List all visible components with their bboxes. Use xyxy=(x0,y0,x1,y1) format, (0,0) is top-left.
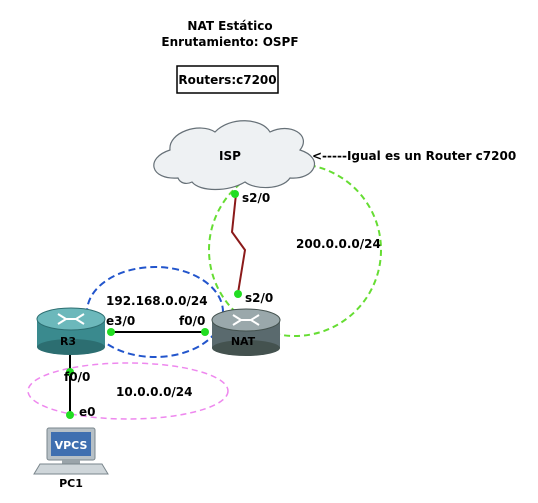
network-label-lan2: 10.0.0.0/24 xyxy=(116,385,193,399)
title-line-1: NAT Estático xyxy=(187,19,272,33)
lan2-network-ellipse xyxy=(27,362,229,420)
port-dot-nat-s2 xyxy=(234,290,242,298)
router-r3[interactable]: R3 xyxy=(36,307,106,355)
port-dot-r3-f0 xyxy=(66,368,74,376)
vpcs-label: VPCS xyxy=(55,439,88,452)
port-dot-r3-e3 xyxy=(107,328,115,336)
router-nat[interactable]: NAT xyxy=(211,308,281,356)
port-dot-pc-e0 xyxy=(66,411,74,419)
routers-model-label: Routers:c7200 xyxy=(178,73,276,87)
lan1-network-ellipse xyxy=(86,266,224,358)
interface-label-nat-f0: f0/0 xyxy=(179,314,205,328)
interface-label-r3-f0: f0/0 xyxy=(64,370,90,384)
serial-link-isp-nat[interactable] xyxy=(230,193,247,294)
port-dot-nat-f0 xyxy=(201,328,209,336)
routers-model-box: Routers:c7200 xyxy=(176,65,279,94)
interface-label-isp-s2: s2/0 xyxy=(242,191,270,205)
interface-label-pc-e0: e0 xyxy=(79,405,96,419)
network-label-lan1: 192.168.0.0/24 xyxy=(106,294,208,308)
port-dot-isp-s2 xyxy=(231,190,239,198)
network-label-wan: 200.0.0.0/24 xyxy=(296,237,381,251)
pc1-label: PC1 xyxy=(59,477,83,490)
pc1-vpcs[interactable]: VPCS PC1 xyxy=(33,427,109,490)
interface-label-r3-e3: e3/0 xyxy=(106,314,135,328)
interface-label-nat-s2: s2/0 xyxy=(245,291,273,305)
nat-label: NAT xyxy=(231,335,256,348)
r3-label: R3 xyxy=(60,335,76,348)
title-line-2: Enrutamiento: OSPF xyxy=(161,35,298,49)
isp-label: ISP xyxy=(219,149,241,163)
isp-note: <-----Igual es un Router c7200 xyxy=(312,149,516,163)
isp-cloud[interactable]: ISP xyxy=(153,120,315,191)
